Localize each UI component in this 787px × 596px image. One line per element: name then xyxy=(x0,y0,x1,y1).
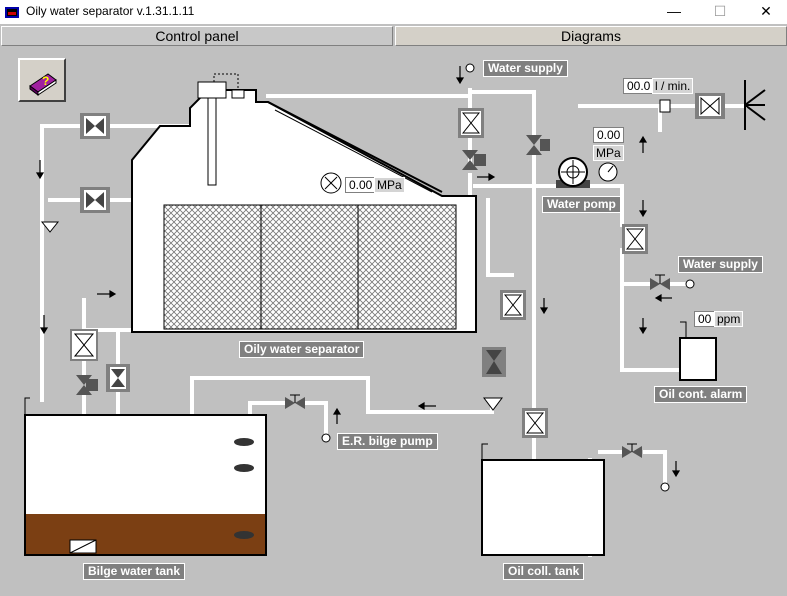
valve-separator-right[interactable] xyxy=(500,290,526,320)
label-water-supply-top: Water supply xyxy=(483,60,568,77)
funnel-right xyxy=(483,397,503,411)
tab-control-panel[interactable]: Control panel xyxy=(1,26,393,46)
bilge-water-tank xyxy=(24,397,267,556)
help-button[interactable]: ? xyxy=(18,58,66,102)
app-icon xyxy=(5,7,19,18)
valve-pump-inlet[interactable] xyxy=(526,135,550,155)
label-er-bilge-pump: E.R. bilge pump xyxy=(337,433,438,450)
valve-bilge-return[interactable] xyxy=(106,364,130,392)
svg-text:?: ? xyxy=(42,74,49,88)
oil-coll-drain-end xyxy=(660,482,670,492)
diagram-canvas xyxy=(24,63,766,557)
valve-water-supply-top[interactable] xyxy=(458,108,484,138)
separator-pressure-unit: MPa xyxy=(374,177,405,193)
label-bilge-water-tank: Bilge water tank xyxy=(83,563,186,580)
valve-alarm-line[interactable] xyxy=(622,224,648,254)
label-water-supply-right: Water supply xyxy=(678,256,763,273)
level-sensors xyxy=(234,438,254,539)
separator-pressure-value: 0.00 xyxy=(345,177,377,193)
valve-actuated-top[interactable] xyxy=(462,150,486,170)
oil-collection-tank xyxy=(481,443,605,556)
label-oil-coll-tank: Oil coll. tank xyxy=(503,563,585,580)
flow-meter xyxy=(659,99,671,113)
flow-arrows xyxy=(35,66,681,478)
pipe-network xyxy=(40,88,747,557)
valve-water-supply-right[interactable] xyxy=(650,274,670,290)
valve-drain-right[interactable] xyxy=(482,347,506,377)
flow-rate-unit: l / min. xyxy=(652,78,694,94)
pump-pressure-unit: MPa xyxy=(593,145,624,161)
maximize-button[interactable]: ☐ xyxy=(713,3,727,19)
valve-sep-outlet[interactable] xyxy=(70,329,98,361)
help-book-icon: ? xyxy=(29,73,57,96)
title-bar: Oily water separator v.1.31.1.11 — ☐ ✕ xyxy=(0,0,787,24)
tab-diagrams[interactable]: Diagrams xyxy=(395,26,787,46)
pressure-gauge-separator xyxy=(320,172,342,194)
oil-content-alarm-box[interactable] xyxy=(679,337,717,381)
valve-oil-coll-inlet[interactable] xyxy=(522,408,548,438)
er-bilge-pump-end xyxy=(321,433,331,443)
valve-flow-outlet[interactable] xyxy=(695,93,725,119)
oil-content-unit: ppm xyxy=(714,311,744,327)
flow-rate-value: 00.0 xyxy=(623,78,655,94)
pump-pressure-value: 0.00 xyxy=(593,127,625,143)
label-water-pump: Water pomp xyxy=(542,196,621,213)
window-title: Oily water separator v.1.31.1.11 xyxy=(26,4,195,18)
valve-actuated-left[interactable] xyxy=(76,375,98,395)
valve-top-left[interactable] xyxy=(80,113,110,139)
water-supply-right-inlet xyxy=(685,279,695,289)
pressure-gauge-pump xyxy=(598,162,618,182)
tab-bar: Control panel Diagrams xyxy=(0,24,787,46)
minimize-button[interactable]: — xyxy=(667,3,681,19)
overboard-outlet xyxy=(744,80,766,130)
water-supply-top-inlet xyxy=(465,63,475,73)
label-oily-water-separator: Oily water separator xyxy=(239,341,365,358)
funnel-left xyxy=(40,221,60,233)
oily-water-separator-vessel xyxy=(131,73,477,333)
water-pump[interactable] xyxy=(556,157,590,188)
valve-mid-left[interactable] xyxy=(80,187,110,213)
oil-content-value: 00 xyxy=(694,311,716,327)
label-oil-cont-alarm: Oil cont. alarm xyxy=(654,386,748,403)
bilge-oil-layer xyxy=(26,514,265,554)
valve-er-bilge[interactable] xyxy=(285,394,305,409)
valve-oil-coll-drain[interactable] xyxy=(622,443,642,458)
close-button[interactable]: ✕ xyxy=(760,3,772,19)
alarm-probe xyxy=(680,321,687,338)
